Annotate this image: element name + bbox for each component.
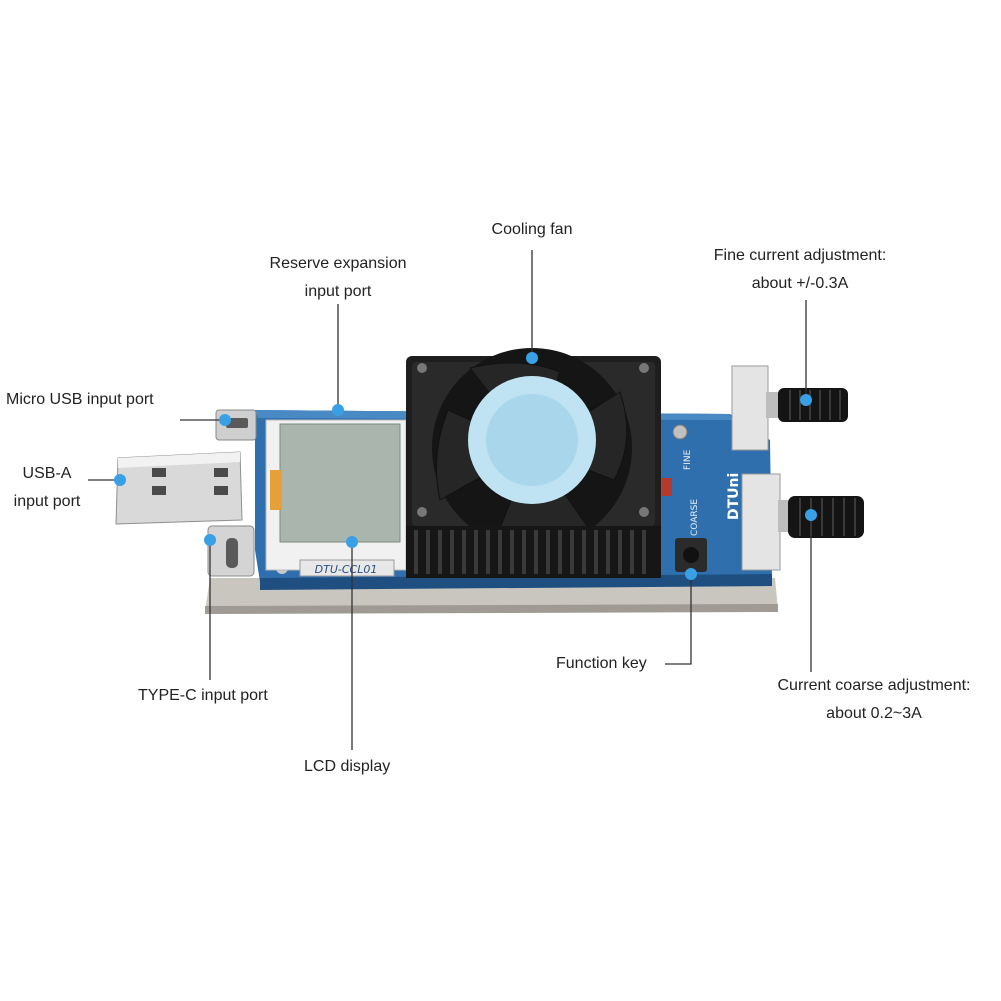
cooling-fan-assembly xyxy=(406,348,661,578)
label-coarse-current-adjustment: Current coarse adjustment: about 0.2~3A xyxy=(777,677,971,722)
fine-silkscreen: FINE xyxy=(683,449,693,470)
type-c-port xyxy=(207,525,255,577)
coarse-potentiometer xyxy=(741,473,864,571)
lcd-module xyxy=(265,419,407,577)
label-micro-usb-port: Micro USB input port xyxy=(6,391,154,408)
label-usb-a-port: USB-A input port xyxy=(13,465,81,510)
usb-a-plug xyxy=(115,451,243,525)
label-function-key: Function key xyxy=(556,655,647,672)
leader-lines xyxy=(88,250,812,750)
label-fine-current-adjustment: Fine current adjustment: about +/-0.3A xyxy=(713,247,887,292)
coarse-silkscreen: COARSE xyxy=(690,499,700,536)
callout-dots xyxy=(114,352,817,580)
model-silkscreen: DTU-CCL01 xyxy=(315,563,378,576)
fine-potentiometer xyxy=(731,365,848,451)
brand-silkscreen: DTUni xyxy=(726,473,742,520)
label-lcd-display: LCD display xyxy=(304,758,391,775)
label-type-c-port: TYPE-C input port xyxy=(138,687,268,704)
function-key xyxy=(675,538,707,572)
label-cooling-fan: Cooling fan xyxy=(491,221,573,238)
label-reserve-expansion-port: Reserve expansion input port xyxy=(269,255,407,300)
